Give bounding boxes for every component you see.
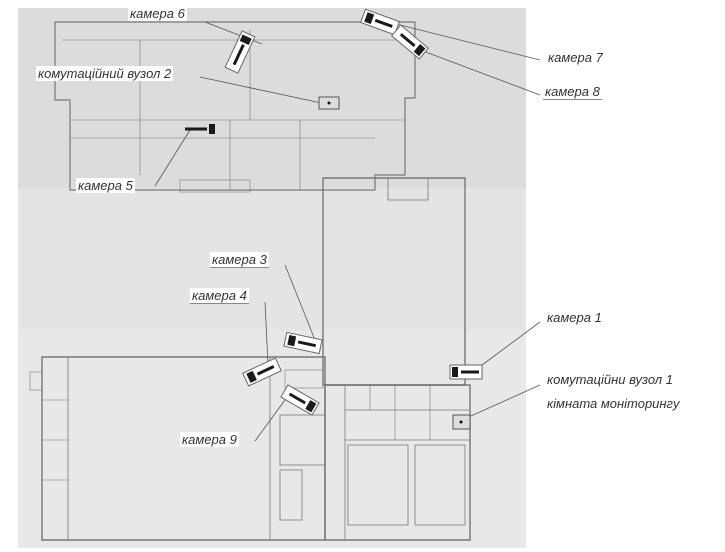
label-switch-node-2: комутаційний вузол 2 [36, 66, 174, 81]
camera-6-icon [224, 30, 256, 74]
camera-1-icon [449, 364, 483, 380]
label-camera-9: камера 9 [180, 432, 239, 447]
label-camera-3: камера 3 [210, 252, 269, 268]
label-camera-5: камера 5 [76, 178, 135, 193]
switch-node-1-icon [452, 414, 471, 430]
switch-node-2-icon [318, 96, 340, 110]
camera-4-icon [242, 357, 282, 387]
label-camera-7: камера 7 [546, 50, 605, 65]
camera-8-icon [391, 24, 429, 60]
camera-3-icon [283, 331, 323, 355]
leader-lines [154, 19, 541, 442]
label-monitoring-room: кімната моніторингу [545, 396, 682, 411]
label-switch-node-1: комутаційни вузол 1 [545, 372, 675, 387]
camera-7-icon [360, 8, 400, 36]
label-camera-4: камера 4 [190, 288, 249, 304]
label-camera-8: камера 8 [543, 84, 602, 100]
walls [29, 21, 471, 541]
camera-5-icon [185, 124, 215, 134]
label-camera-1: камера 1 [545, 310, 604, 325]
camera-9-icon [280, 384, 320, 416]
label-camera-6: камера 6 [128, 6, 187, 21]
